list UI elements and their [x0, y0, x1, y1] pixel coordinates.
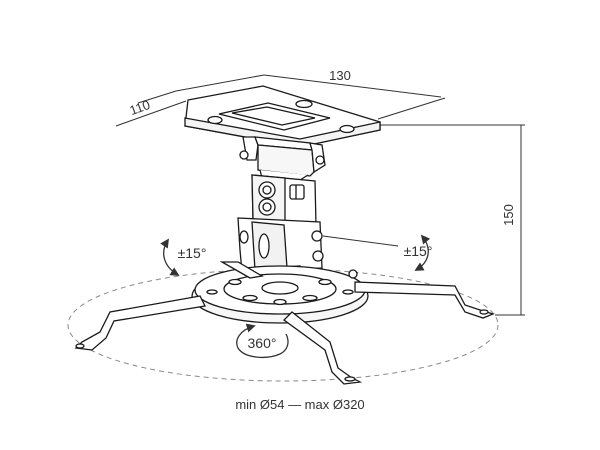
tilt-right-leader — [322, 235, 399, 247]
arm-right — [354, 281, 495, 319]
dimension-height — [380, 124, 525, 316]
dimension-depth — [115, 90, 187, 127]
arm-back — [219, 261, 264, 279]
tilt-left-arrow — [160, 238, 180, 276]
diameter-caption: min Ø54 — max Ø320 — [235, 397, 365, 412]
tilt-left-label: ±15° — [178, 245, 207, 261]
tilt-right-arrow — [414, 234, 431, 271]
width-label: 130 — [329, 68, 351, 83]
upper-bracket — [239, 136, 326, 181]
arm-front — [283, 311, 363, 385]
height-label: 150 — [501, 204, 516, 226]
ceiling-plate — [184, 85, 381, 148]
swivel-arrow — [236, 323, 289, 359]
swivel-plate — [191, 265, 369, 324]
dimension-width — [175, 74, 446, 120]
swivel-label: 360° — [248, 335, 277, 351]
arm-left — [74, 295, 206, 351]
tilt-right-label: ±15° — [404, 243, 433, 259]
mount-column — [251, 174, 317, 226]
depth-label: 110 — [128, 97, 153, 118]
mount-arms — [74, 261, 495, 385]
